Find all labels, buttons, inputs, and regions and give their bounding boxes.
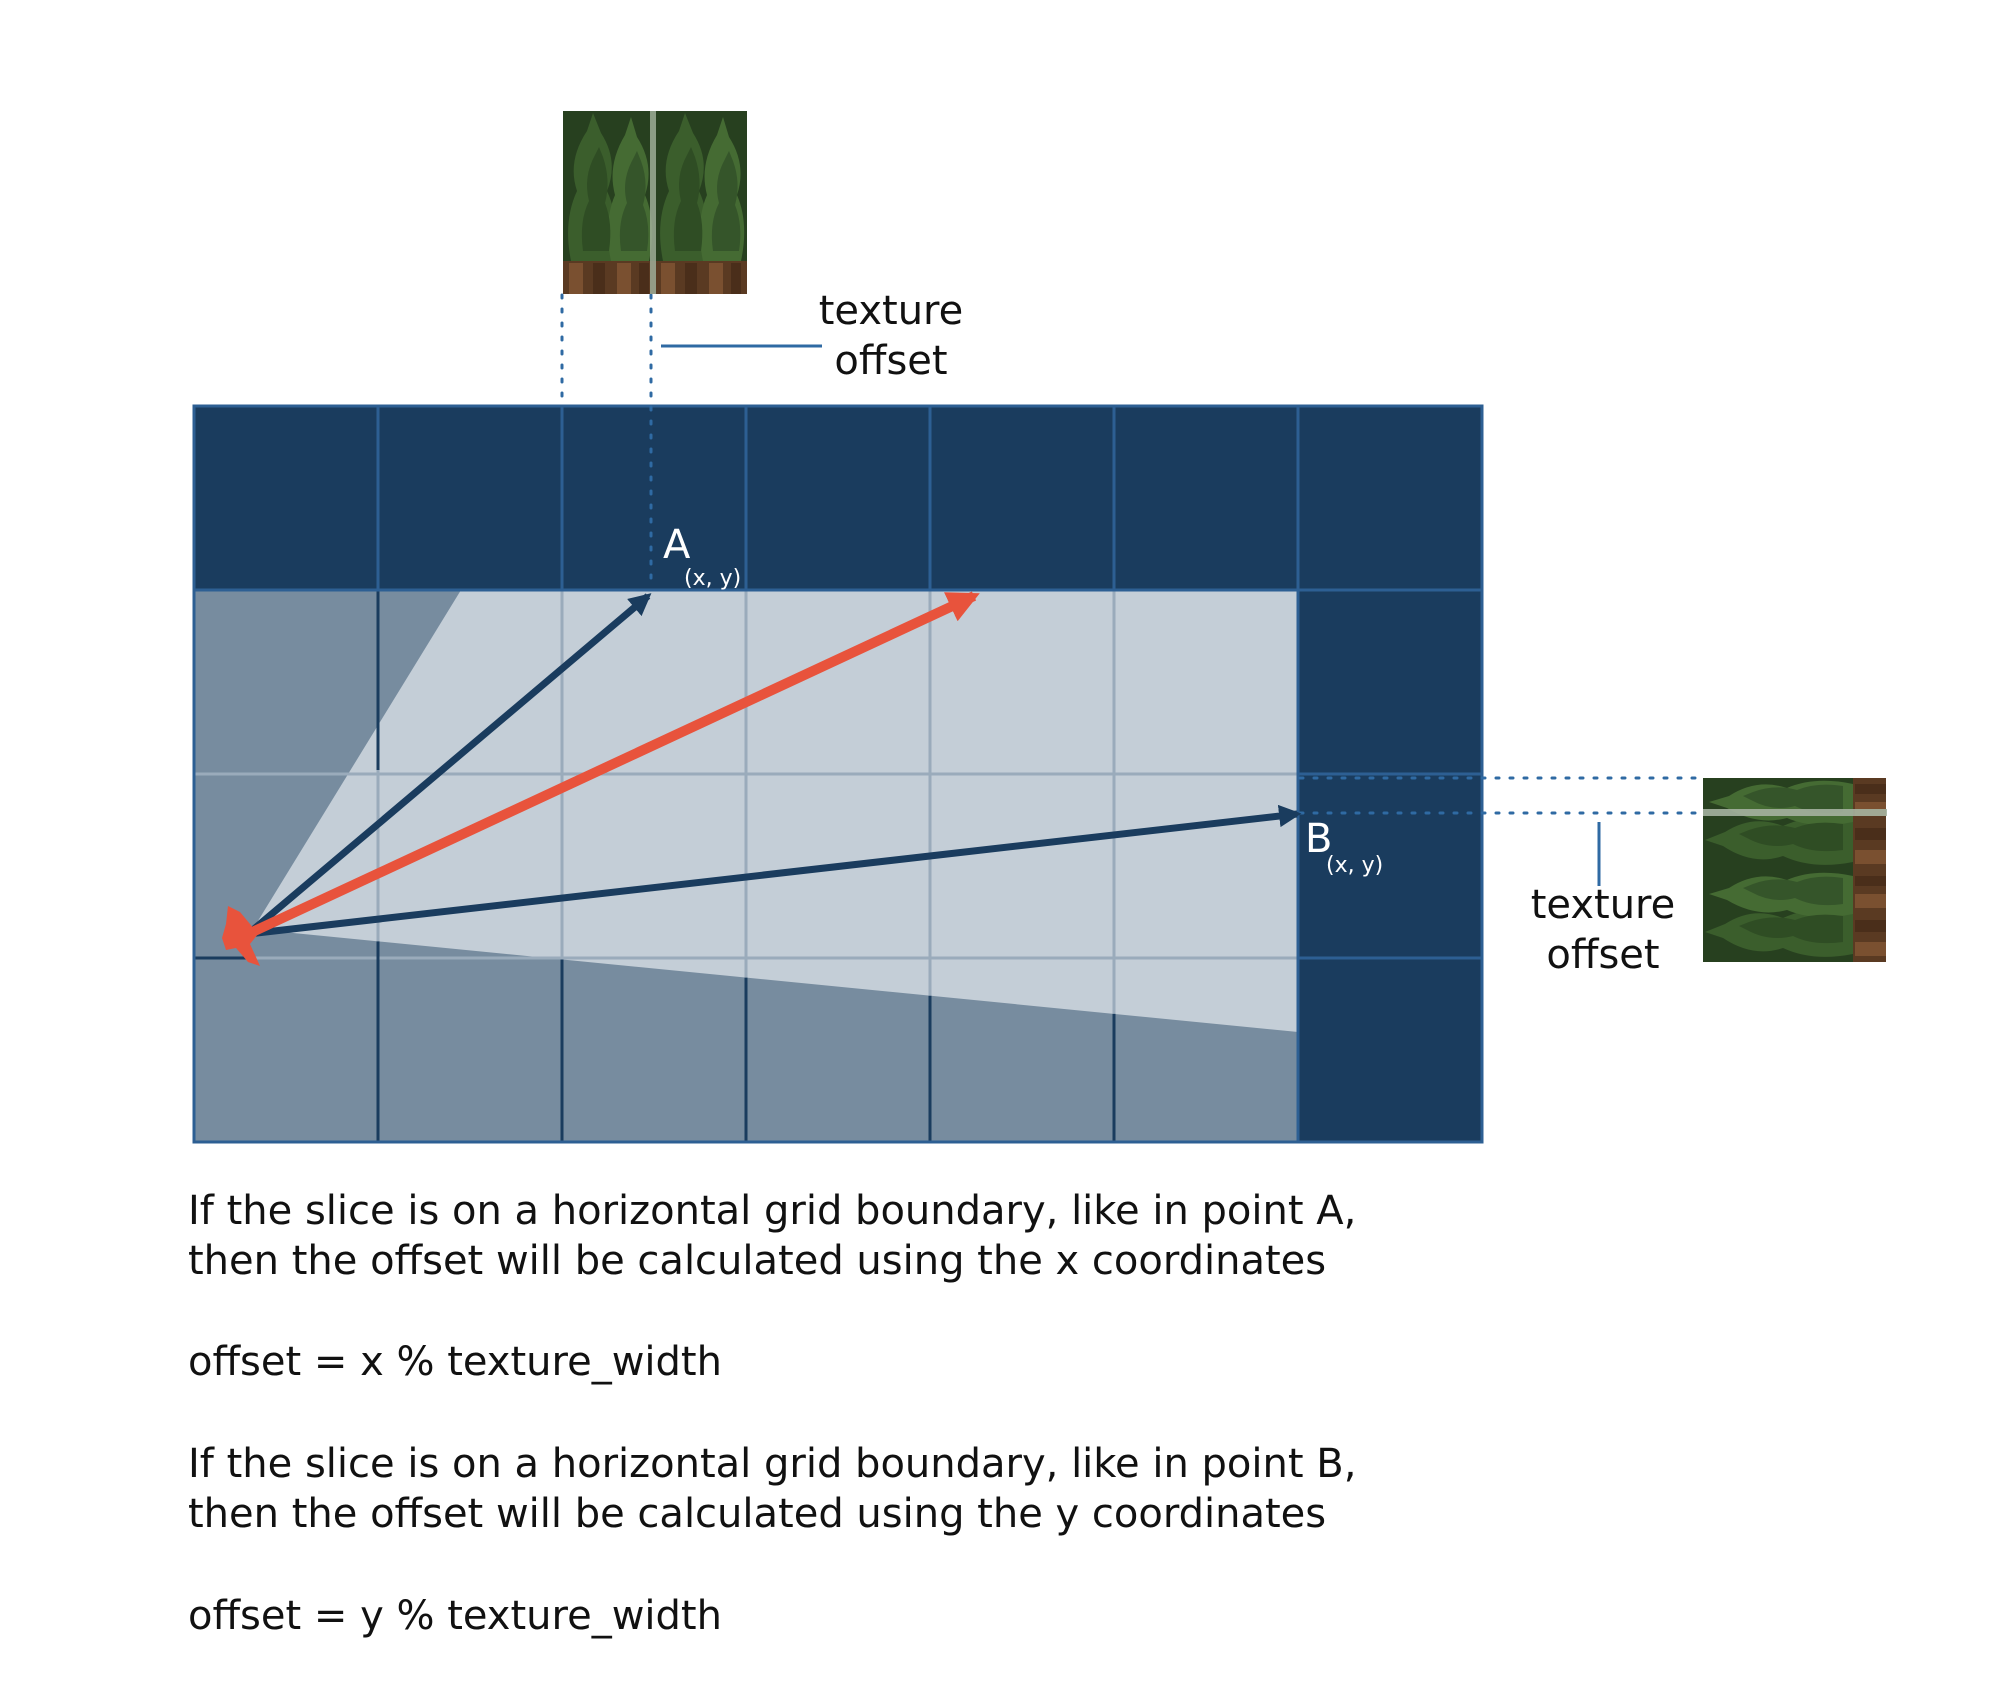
explanation-b-line1: If the slice is on a horizontal grid bou…: [188, 1441, 1357, 1487]
point-a-coords: (x, y): [684, 566, 741, 591]
ray-to-point-b: [247, 804, 1302, 938]
texture-offset-label-top-line2: offset: [834, 338, 947, 384]
texture-offset-label-right-line2: offset: [1546, 932, 1659, 978]
wall-top-row: [194, 406, 1482, 590]
player-camera-icon: [222, 906, 260, 966]
rays: [245, 591, 1302, 939]
explanation-a-line1: If the slice is on a horizontal grid bou…: [188, 1188, 1357, 1234]
ray-to-point-a: [245, 593, 652, 937]
point-b-coords: (x, y): [1326, 853, 1383, 878]
grid-map: [192, 404, 1484, 1144]
grid-border: [192, 404, 1484, 1144]
tree-wall-texture: [563, 111, 747, 294]
point-b-label: B: [1305, 816, 1332, 862]
wall-right-column: [1298, 590, 1482, 1142]
explanation-b-line2: then the offset will be calculated using…: [188, 1491, 1327, 1537]
texture-offset-label-right-line1: texture: [1531, 882, 1675, 928]
formula-b: offset = y % texture_width: [188, 1593, 722, 1639]
texture-offset-guides: [560, 293, 1702, 886]
explanation-a-line2: then the offset will be calculated using…: [188, 1238, 1327, 1284]
field-of-view: [253, 590, 1298, 1032]
point-a-label: A: [663, 522, 691, 568]
texture-offset-label-top-line1: texture: [819, 288, 963, 334]
formula-a: offset = x % texture_width: [188, 1339, 722, 1385]
center-ray: [245, 591, 980, 939]
tree-wall-texture-rotated: [1703, 778, 1887, 962]
